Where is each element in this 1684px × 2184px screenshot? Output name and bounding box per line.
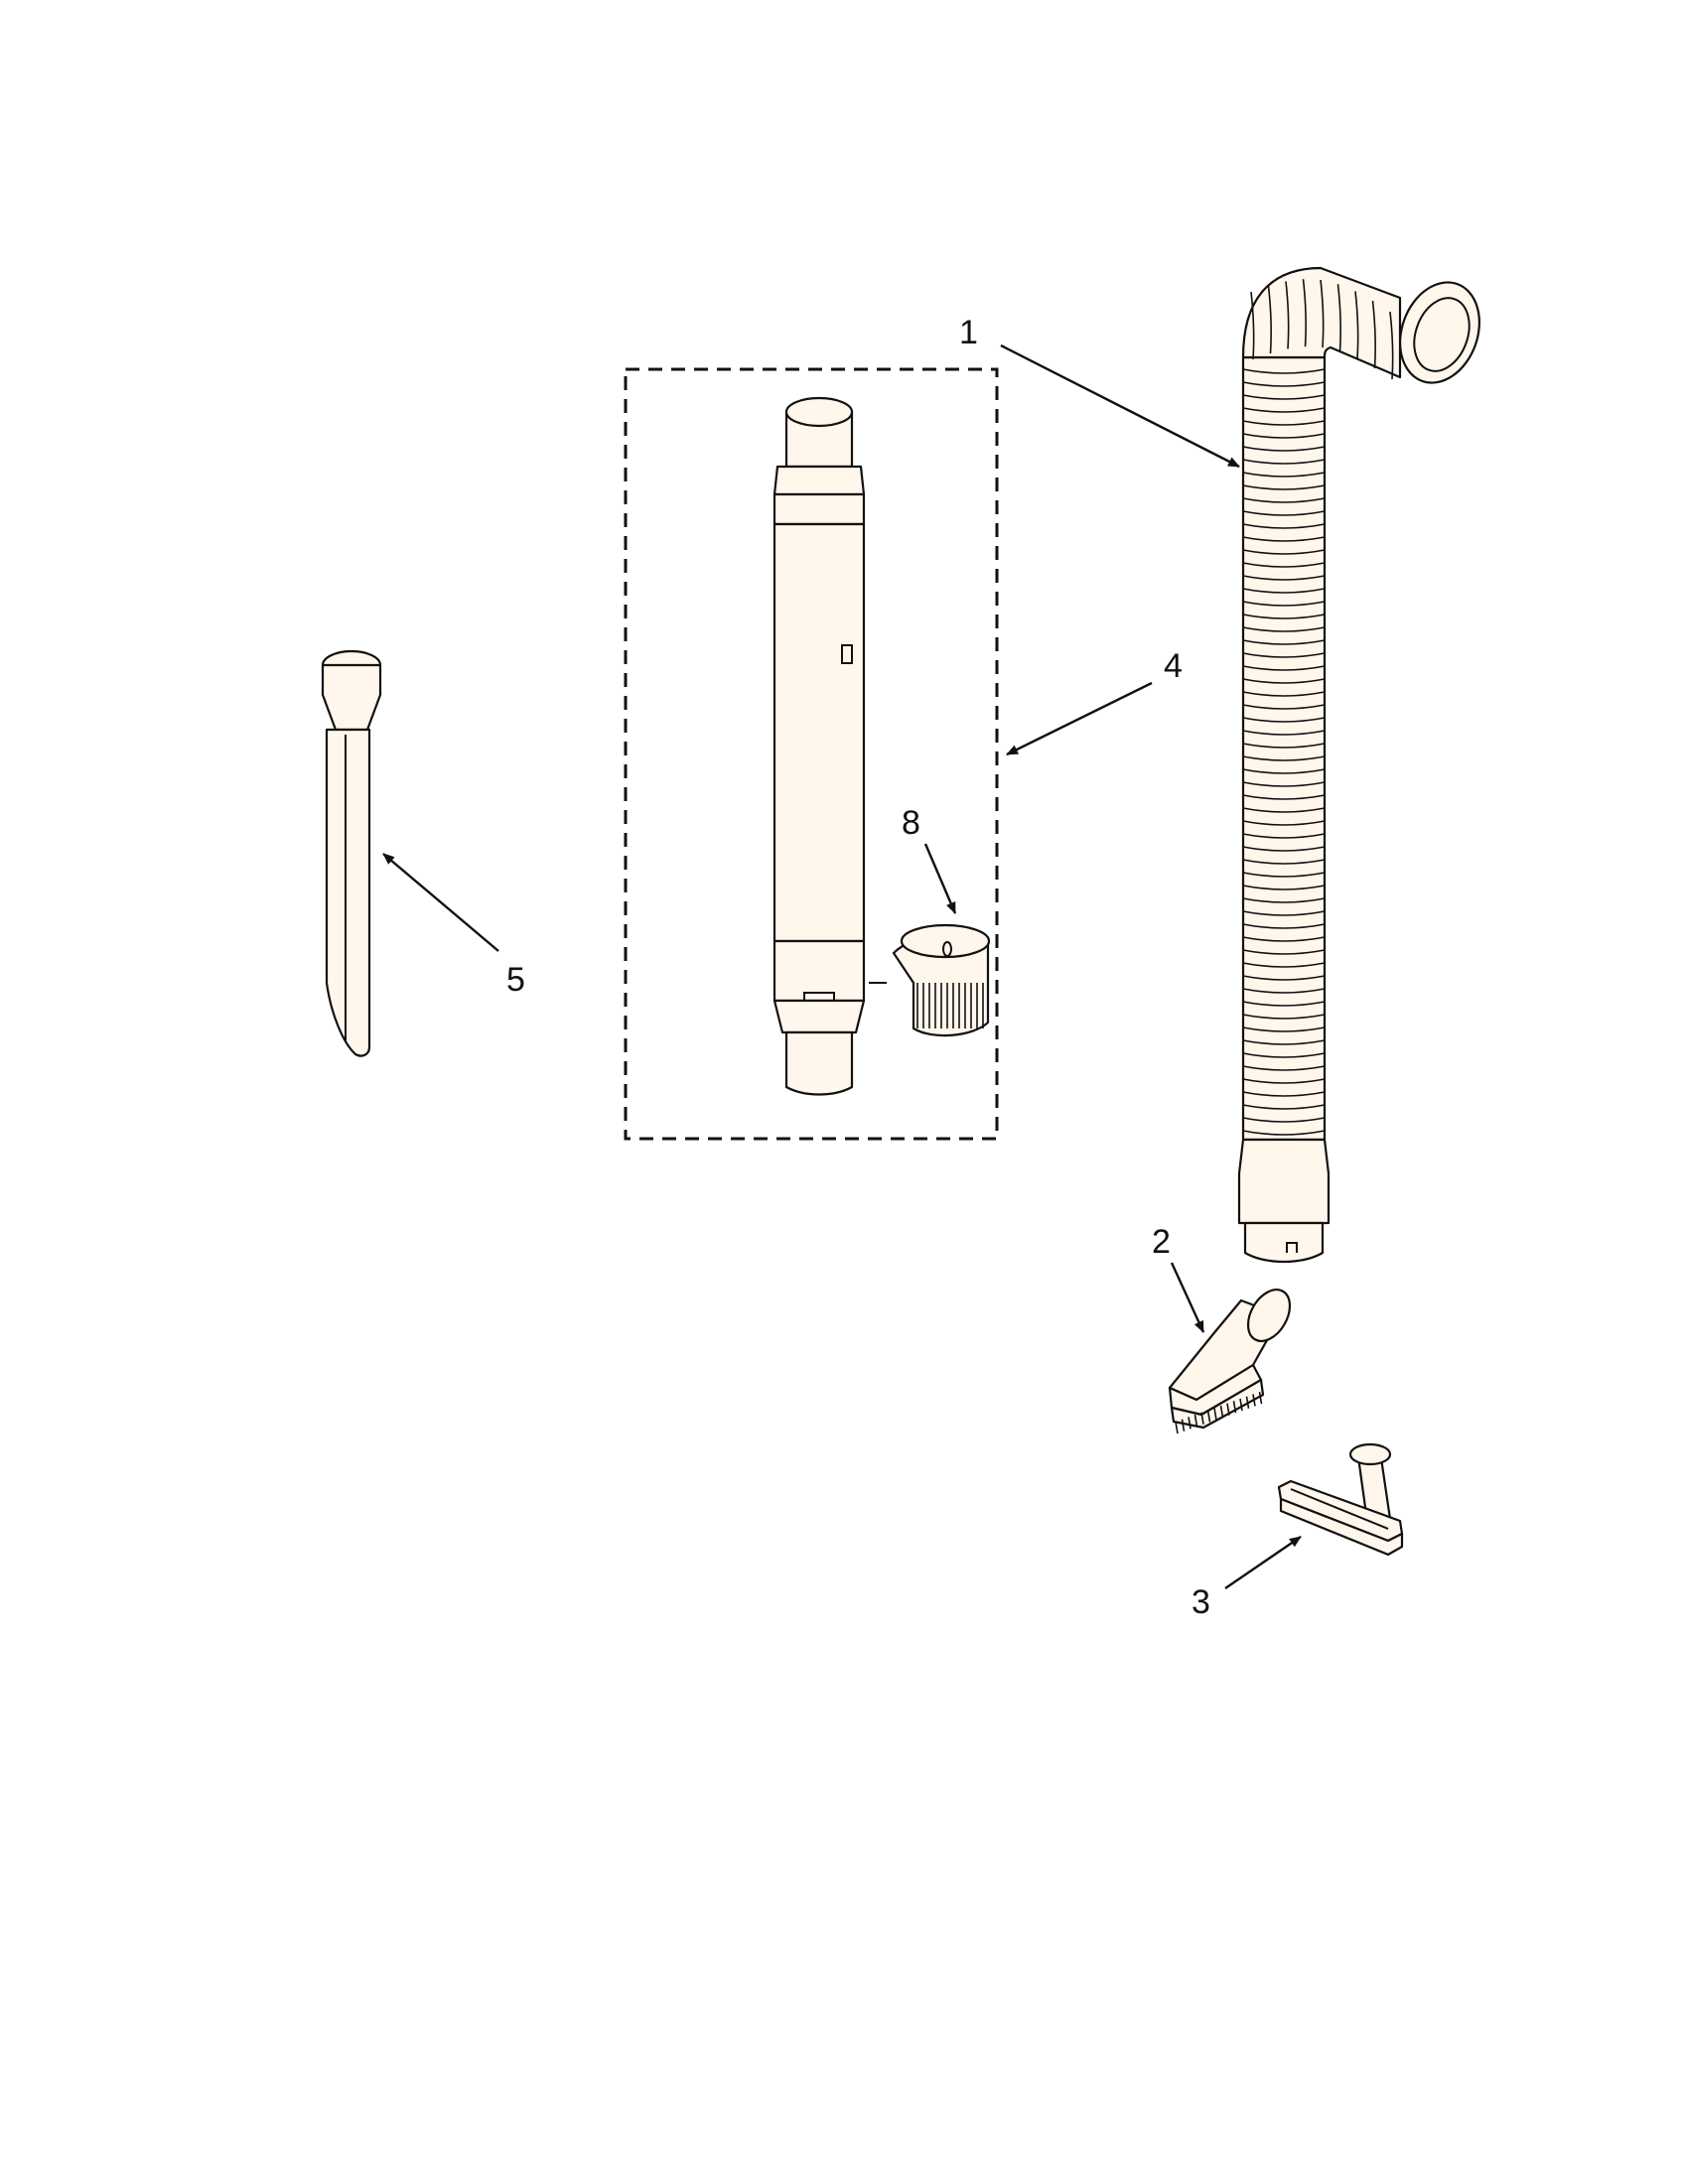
callout-4: 4	[1164, 647, 1183, 685]
callout-1: 1	[959, 314, 978, 351]
callout-labels: 1 2 3 4 5 8	[506, 314, 1210, 1621]
callout-2: 2	[1152, 1223, 1171, 1261]
leader-1	[1000, 343, 1240, 469]
upholstery-tool-part	[1277, 1442, 1404, 1557]
callout-8: 8	[902, 804, 920, 842]
callout-3: 3	[1192, 1583, 1210, 1621]
leader-3	[1224, 1536, 1302, 1589]
clip-part	[869, 923, 991, 1037]
wand-assembly-part	[624, 367, 999, 1141]
crevice-tool-part	[321, 649, 382, 1057]
callout-5: 5	[506, 961, 525, 999]
leader-2	[1170, 1262, 1205, 1333]
leader-8	[923, 843, 957, 914]
leader-lines	[382, 343, 1302, 1589]
dusting-brush-part	[1168, 1289, 1292, 1434]
hose-part	[1237, 266, 1480, 1264]
leader-5	[382, 853, 499, 952]
leader-4	[1006, 681, 1153, 756]
